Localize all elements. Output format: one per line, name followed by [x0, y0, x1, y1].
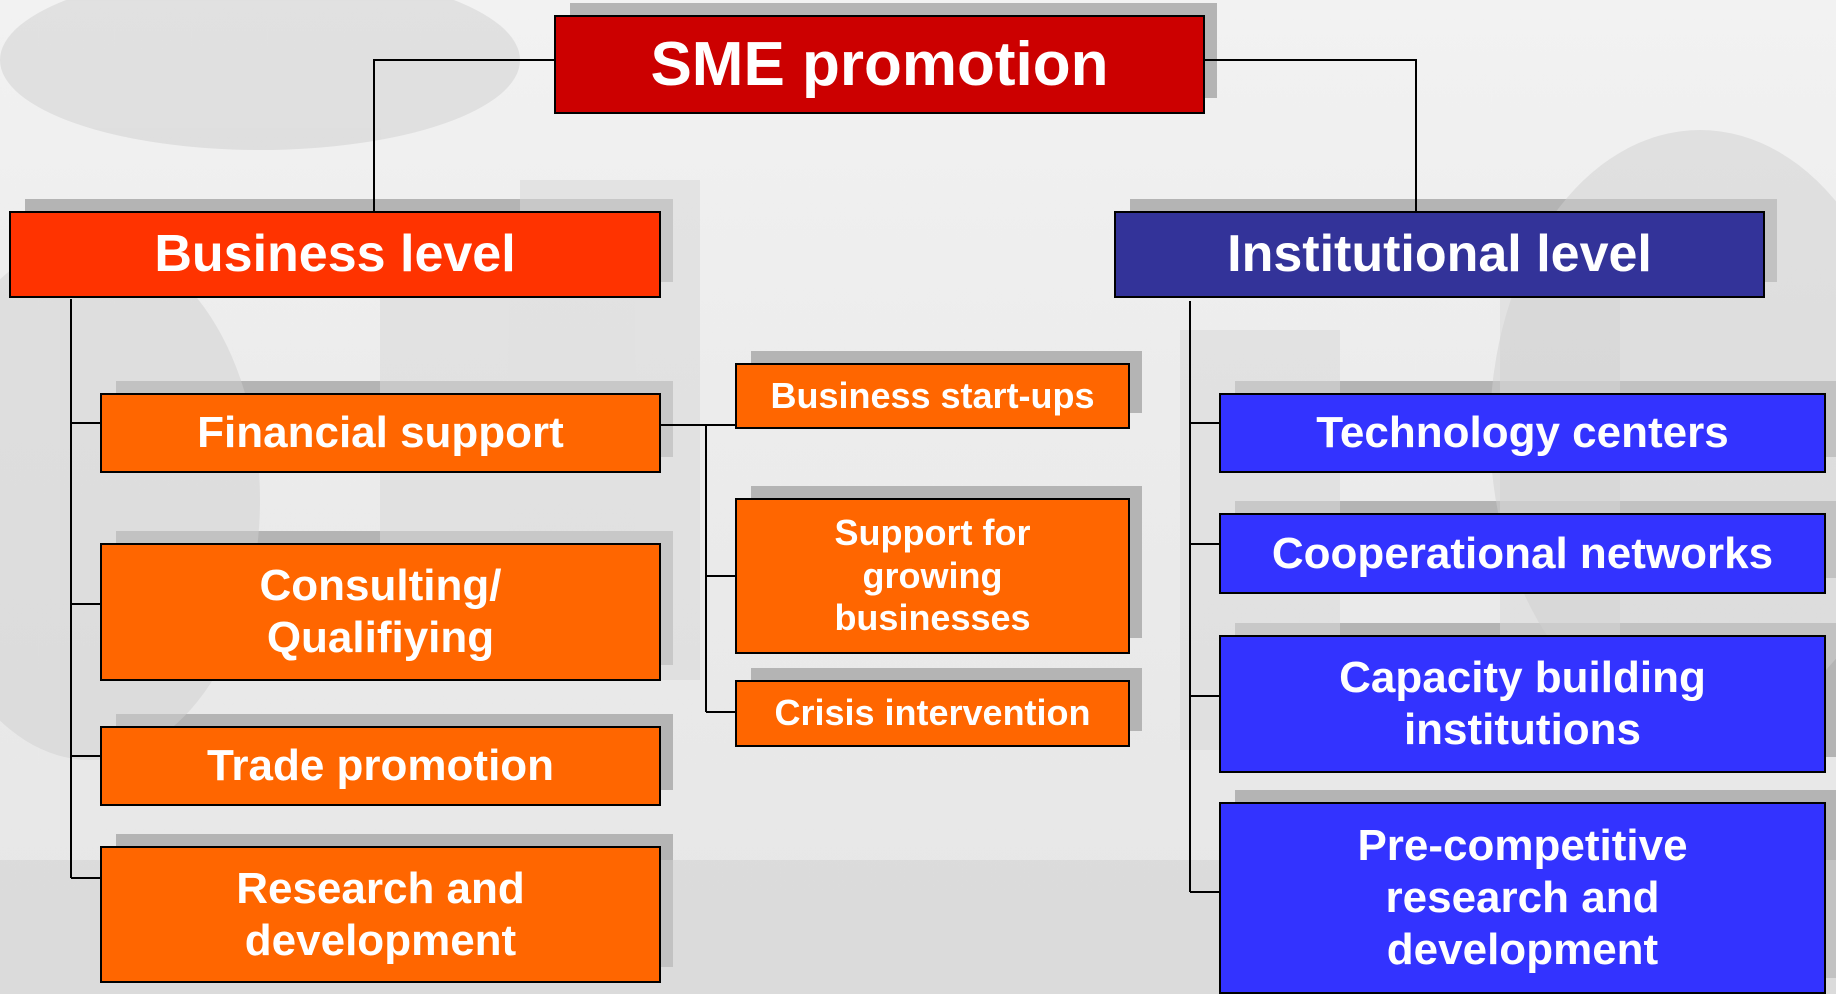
business-level-node: Business level: [9, 199, 673, 298]
institutional-level-label: Institutional level: [1227, 224, 1652, 283]
consulting-qualifying-node: Consulting/ Qualifiying: [100, 531, 673, 681]
sme-promotion-node: SME promotion: [554, 3, 1217, 114]
support-growing-businesses-label: Support for growing businesses: [834, 512, 1031, 639]
pre-competitive-research-node: Pre-competitive research and development: [1219, 790, 1836, 994]
research-development-business-label: Research and development: [236, 863, 525, 965]
technology-centers-label: Technology centers: [1316, 408, 1729, 458]
crisis-intervention-label: Crisis intervention: [774, 692, 1091, 734]
consulting-qualifying-label: Consulting/ Qualifiying: [259, 561, 502, 662]
crisis-intervention-node: Crisis intervention: [735, 668, 1142, 747]
cooperational-networks-node: Cooperational networks: [1219, 501, 1836, 594]
financial-support-node: Financial support: [100, 381, 673, 473]
capacity-building-node: Capacity building institutions: [1219, 623, 1836, 773]
capacity-building-label: Capacity building institutions: [1339, 653, 1706, 754]
cooperational-networks-label: Cooperational networks: [1271, 528, 1774, 578]
financial-support-label: Financial support: [197, 408, 564, 458]
research-development-business-node: Research and development: [100, 834, 673, 983]
trade-promotion-node: Trade promotion: [100, 714, 673, 806]
support-growing-businesses-node: Support for growing businesses: [735, 486, 1142, 654]
pre-competitive-research-label: Pre-competitive research and development: [1357, 821, 1688, 974]
sme-promotion-label: SME promotion: [650, 29, 1109, 99]
business-start-ups-label: Business start-ups: [770, 374, 1095, 416]
trade-promotion-label: Trade promotion: [206, 741, 555, 791]
technology-centers-node: Technology centers: [1219, 381, 1836, 473]
business-start-ups-node: Business start-ups: [735, 351, 1142, 429]
business-level-label: Business level: [154, 224, 516, 283]
institutional-level-node: Institutional level: [1114, 199, 1777, 298]
